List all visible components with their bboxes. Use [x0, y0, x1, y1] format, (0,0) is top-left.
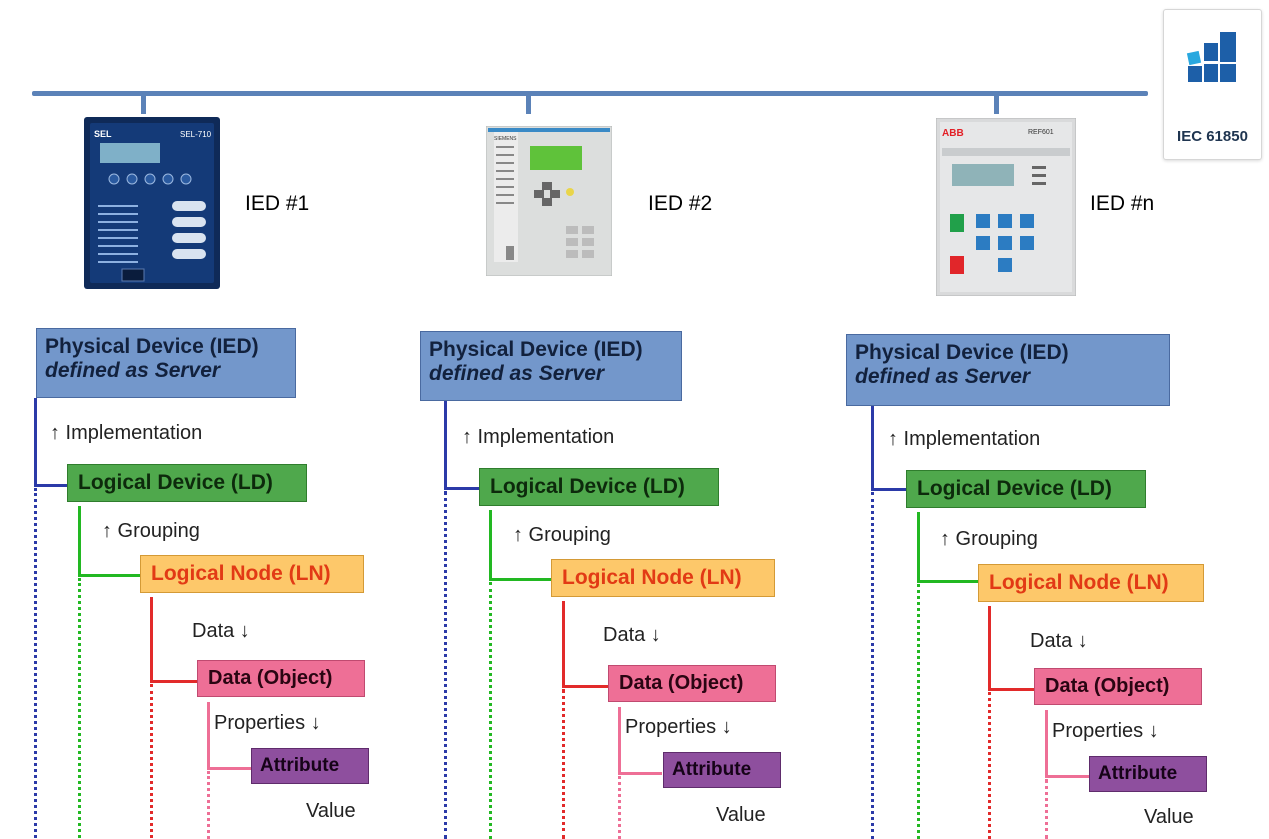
- ied-n-model-icon: REF601: [1028, 129, 1054, 136]
- tree-3-value-label: Value: [1144, 806, 1194, 828]
- tree-3-red-branch: [988, 688, 1034, 691]
- tree-1-green-connector: [78, 506, 81, 576]
- tree-3-physical-device-box: Physical Device (IED) defined as Server: [846, 334, 1170, 406]
- tree-1-red-connector: [150, 597, 153, 681]
- tree-2-properties-label: Properties ↓: [625, 716, 732, 738]
- tree-3-pink-branch: [1045, 775, 1089, 778]
- bus-drop-ied-2: [526, 93, 531, 114]
- tree-3-blue-dotted: [871, 492, 874, 839]
- tree-3-red-dotted: [988, 692, 991, 839]
- tree-1-attribute-box: Attribute: [251, 748, 369, 784]
- tree-1-red-branch: [150, 680, 198, 683]
- tree-2-green-branch: [489, 578, 551, 581]
- tree-1-physical-device-subtitle: defined as Server: [45, 359, 221, 382]
- tree-2-logical-node-box: Logical Node (LN): [551, 559, 775, 597]
- ied-n-brand-icon: ABB: [942, 128, 964, 139]
- tree-2-physical-device-subtitle: defined as Server: [429, 362, 605, 385]
- tree-2-blue-dotted: [444, 491, 447, 839]
- tree-1-pink-connector: [207, 702, 210, 768]
- tree-3-green-dotted: [917, 584, 920, 839]
- tree-1-green-dotted: [78, 578, 81, 838]
- tree-2-blue-branch: [444, 487, 480, 490]
- ied-1-model-icon: SEL-710: [180, 130, 212, 139]
- tree-1-data-label: Data ↓: [192, 620, 250, 642]
- ied-2-label: IED #2: [648, 192, 713, 215]
- tree-3-green-connector: [917, 512, 920, 582]
- ied-1-label: IED #1: [245, 192, 310, 215]
- tree-2-physical-device-box: Physical Device (IED) defined as Server: [420, 331, 682, 401]
- tree-2-green-connector: [489, 510, 492, 580]
- tree-1-blue-dotted: [34, 488, 37, 838]
- tree-1-value-label: Value: [306, 800, 356, 822]
- tree-1-pink-dotted: [207, 771, 210, 839]
- ied-1-device-image: SEL SEL-710: [84, 117, 220, 294]
- tree-1-physical-device-title: Physical Device (IED): [45, 335, 259, 358]
- tree-3-data-object-box: Data (Object): [1034, 668, 1202, 705]
- bus-drop-ied-n: [994, 93, 999, 114]
- tree-3-physical-device-title: Physical Device (IED): [855, 341, 1069, 364]
- iec-logo-mark-icon: [1186, 32, 1236, 82]
- tree-2-red-dotted: [562, 689, 565, 839]
- tree-3-attribute-box: Attribute: [1089, 756, 1207, 792]
- tree-2-data-label: Data ↓: [603, 624, 661, 646]
- tree-2-pink-dotted: [618, 776, 621, 839]
- iec-61850-logo: IEC 61850: [1163, 9, 1262, 160]
- tree-2-red-connector: [562, 601, 565, 687]
- tree-3-implementation-label: ↑ Implementation: [888, 428, 1041, 450]
- tree-2-grouping-label: ↑ Grouping: [513, 524, 611, 546]
- tree-2-implementation-label: ↑ Implementation: [462, 426, 615, 448]
- tree-2-blue-connector: [444, 401, 447, 489]
- tree-1-blue-connector: [34, 398, 37, 486]
- tree-3-grouping-label: ↑ Grouping: [940, 528, 1038, 550]
- tree-1-red-dotted: [150, 684, 153, 838]
- tree-1-logical-device-box: Logical Device (LD): [67, 464, 307, 502]
- tree-3-green-branch: [917, 580, 979, 583]
- station-bus-line: [32, 91, 1148, 96]
- tree-2-pink-connector: [618, 707, 621, 773]
- tree-3-red-connector: [988, 606, 991, 690]
- ied-2-device-image: SIEMENS: [485, 125, 613, 281]
- tree-1-implementation-label: ↑ Implementation: [50, 422, 203, 444]
- tree-1-green-branch: [78, 574, 140, 577]
- tree-1-properties-label: Properties ↓: [214, 712, 321, 734]
- tree-2-pink-branch: [618, 772, 662, 775]
- tree-3-data-label: Data ↓: [1030, 630, 1088, 652]
- tree-3-blue-branch: [871, 488, 909, 491]
- ied-1-brand-icon: SEL: [94, 129, 112, 139]
- ied-n-device-image: ABB REF601: [935, 117, 1077, 301]
- tree-1-blue-branch: [34, 484, 68, 487]
- tree-2-attribute-box: Attribute: [663, 752, 781, 788]
- tree-1-grouping-label: ↑ Grouping: [102, 520, 200, 542]
- tree-1-logical-node-box: Logical Node (LN): [140, 555, 364, 593]
- ied-2-brand-icon: SIEMENS: [494, 136, 517, 142]
- tree-3-pink-connector: [1045, 710, 1048, 776]
- tree-3-physical-device-subtitle: defined as Server: [855, 365, 1031, 388]
- tree-1-pink-branch: [207, 767, 251, 770]
- tree-2-logical-device-box: Logical Device (LD): [479, 468, 719, 506]
- tree-2-green-dotted: [489, 582, 492, 839]
- tree-2-data-object-box: Data (Object): [608, 665, 776, 702]
- ied-n-label: IED #n: [1090, 192, 1155, 215]
- tree-3-logical-node-box: Logical Node (LN): [978, 564, 1204, 602]
- tree-2-physical-device-title: Physical Device (IED): [429, 338, 643, 361]
- tree-2-red-branch: [562, 685, 608, 688]
- tree-3-pink-dotted: [1045, 779, 1048, 839]
- tree-3-blue-connector: [871, 406, 874, 490]
- iec-logo-text: IEC 61850: [1177, 128, 1248, 145]
- tree-3-logical-device-box: Logical Device (LD): [906, 470, 1146, 508]
- bus-drop-ied-1: [141, 93, 146, 114]
- tree-3-properties-label: Properties ↓: [1052, 720, 1159, 742]
- tree-2-value-label: Value: [716, 804, 766, 826]
- tree-1-data-object-box: Data (Object): [197, 660, 365, 697]
- tree-1-physical-device-box: Physical Device (IED) defined as Server: [36, 328, 296, 398]
